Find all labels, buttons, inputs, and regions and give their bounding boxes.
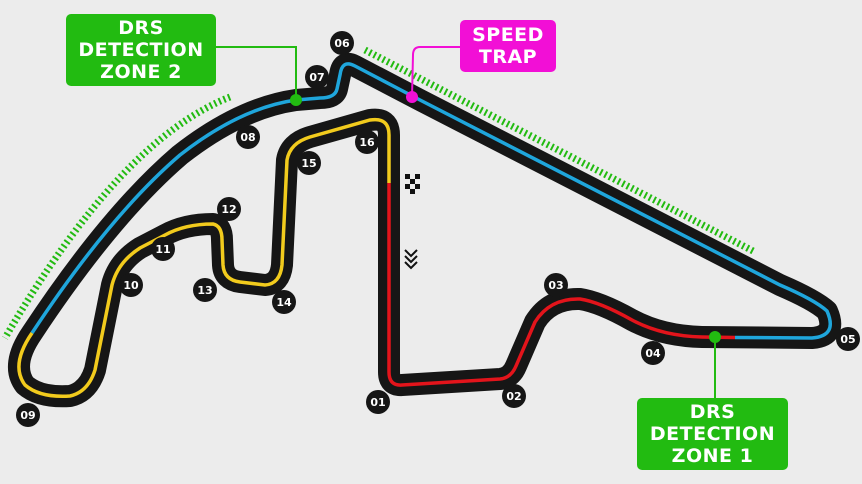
turn-marker: 13 [193, 278, 217, 302]
turn-number: 10 [123, 279, 139, 292]
turn-marker-circle [355, 130, 379, 154]
turn-marker: 02 [502, 384, 526, 408]
speed-trap-label: SPEED TRAP [460, 20, 556, 72]
callout-line: DRS [118, 17, 164, 39]
turn-marker: 11 [151, 237, 175, 261]
turn-number: 02 [506, 390, 521, 403]
turn-marker: 14 [272, 290, 296, 314]
drs-zone-dashes-right [363, 46, 757, 256]
drs-detection-zone-1-label: DRS DETECTION ZONE 1 [637, 398, 788, 470]
turn-marker: 09 [16, 403, 40, 427]
turn-number: 08 [240, 131, 255, 144]
callout-line: DETECTION [78, 39, 204, 61]
turn-marker-circle [305, 65, 329, 89]
turn-marker-circle [366, 390, 390, 414]
drs-2-detection-point [290, 94, 302, 106]
turn-marker-circle [297, 151, 321, 175]
turn-marker-circle [272, 290, 296, 314]
turn-marker: 05 [836, 327, 860, 351]
chevron-down-icon [404, 249, 418, 270]
drs-1-detection-point [709, 331, 721, 343]
turn-marker: 16 [355, 130, 379, 154]
track-outline [7, 52, 842, 408]
turn-marker-circle [236, 125, 260, 149]
turn-marker-circle [151, 237, 175, 261]
turn-marker-circle [217, 197, 241, 221]
turn-number: 05 [840, 333, 855, 346]
turn-marker: 12 [217, 197, 241, 221]
callout-line: ZONE 1 [671, 445, 754, 467]
turn-marker-circle [544, 273, 568, 297]
turn-number: 15 [301, 157, 316, 170]
callout-line: SPEED [472, 24, 544, 46]
turn-number: 13 [197, 284, 212, 297]
turn-marker: 06 [330, 31, 354, 55]
sector-3-line [17, 117, 391, 399]
turn-marker: 04 [641, 341, 665, 365]
callout-line: DETECTION [649, 423, 776, 445]
turn-marker: 15 [297, 151, 321, 175]
drs-detection-zone-2-label: DRS DETECTION ZONE 2 [66, 14, 216, 86]
turn-marker-circle [193, 278, 217, 302]
turn-marker-circle [330, 31, 354, 55]
turn-number: 06 [334, 37, 350, 50]
turn-marker-circle [502, 384, 526, 408]
sector-1-line [387, 183, 736, 387]
turn-marker-circle [16, 403, 40, 427]
speed-trap-point [406, 91, 418, 103]
turn-number: 14 [276, 296, 292, 309]
checkered-flag-icon [405, 174, 420, 194]
turn-number: 03 [548, 279, 563, 292]
turn-number: 04 [645, 347, 661, 360]
turn-number: 07 [309, 71, 324, 84]
callout-line: ZONE 2 [100, 61, 182, 83]
turn-marker-circle [119, 273, 143, 297]
turn-number: 12 [221, 203, 236, 216]
drs-2-leader-line [216, 46, 297, 100]
turn-marker: 03 [544, 273, 568, 297]
turn-marker: 01 [366, 390, 390, 414]
turn-number: 09 [20, 409, 35, 422]
sector-2-line [30, 62, 832, 340]
callout-line: TRAP [478, 46, 538, 68]
turn-number: 01 [370, 396, 385, 409]
turn-number: 16 [359, 136, 375, 149]
turn-marker: 08 [236, 125, 260, 149]
turn-marker: 07 [305, 65, 329, 89]
turn-number: 11 [155, 243, 170, 256]
callout-line: DRS [689, 401, 736, 423]
turn-marker-circle [836, 327, 860, 351]
turn-marker-circle [641, 341, 665, 365]
turn-marker: 10 [119, 273, 143, 297]
speed-trap-leader-line [411, 46, 460, 98]
